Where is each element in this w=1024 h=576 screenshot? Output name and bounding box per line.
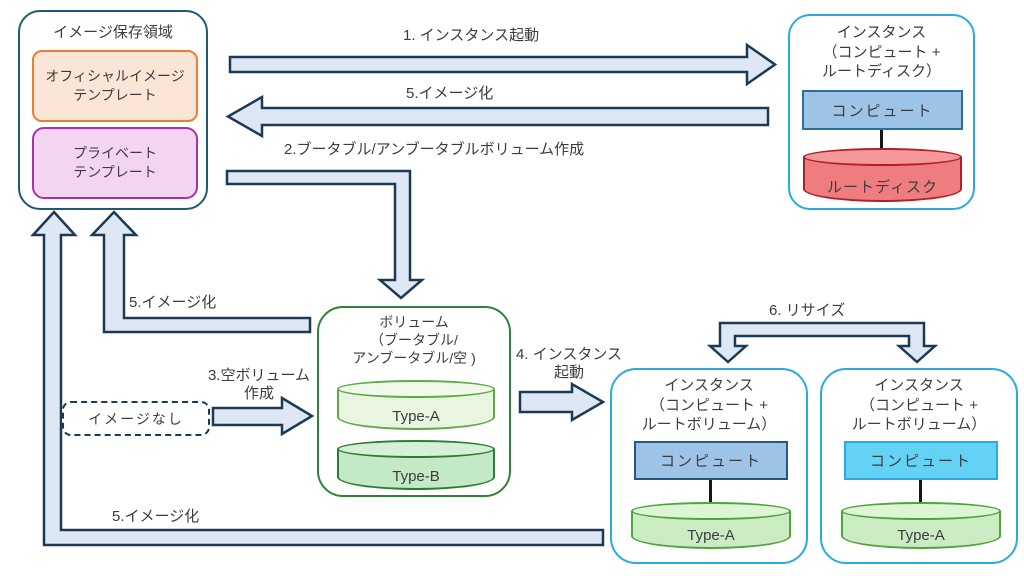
instance-root-disk-title: インスタンス （コンピュート + ルートディスク）: [822, 24, 941, 80]
volume-type-a-cylinder: Type-A: [337, 380, 495, 430]
arrow-4-instance-launch: [518, 381, 606, 423]
arrow-3-create-empty-volume: [211, 395, 315, 437]
volume-type-b-label: Type-B: [392, 468, 440, 485]
arrow-5-imaging-mid: [89, 210, 312, 334]
volume-type-b-cylinder-top: [337, 440, 495, 458]
label-step5-mid: 5.イメージ化: [129, 294, 217, 311]
root-disk-label: ルートディスク: [827, 179, 938, 196]
volume-type-a-cylinder-top: [337, 380, 495, 398]
compute-box-instance-2: コンピュート: [844, 441, 998, 480]
root-disk-cylinder-top: [803, 148, 962, 166]
volume-title: ボリューム （ブータブル/ アンブータブル/空 ): [352, 314, 476, 367]
arrow-5-imaging-top: [225, 94, 770, 139]
private-template-label: プライベート テンプレート: [73, 145, 157, 180]
instance-root-volume-title-1: インスタンス （コンピュート + ルートボリューム）: [641, 377, 777, 433]
volume-type-b-cylinder: Type-B: [337, 440, 495, 490]
official-image-template-label: オフィシャルイメージ テンプレート: [45, 68, 185, 103]
volume-box: ボリューム （ブータブル/ アンブータブル/空 ) Type-A Type-B: [317, 306, 511, 497]
official-image-template-box: オフィシャルイメージ テンプレート: [32, 50, 198, 122]
arrow-2-create-bootable-volume: [225, 169, 426, 300]
volume-type-a-label: Type-A: [392, 408, 440, 425]
instance-1-cylinder-top: [631, 502, 791, 520]
instance-2-cylinder-top: [841, 502, 1001, 520]
compute-disk-connector: [880, 130, 883, 149]
compute-volume-connector-1: [709, 480, 712, 503]
label-step5-top: 5.イメージ化: [406, 85, 494, 102]
instance-root-volume-box-2: インスタンス （コンピュート + ルートボリューム） コンピュート Type-A: [820, 368, 1018, 564]
arrow-1-instance-launch: [228, 42, 778, 87]
label-step2: 2.ブータブル/アンブータブルボリューム作成: [284, 141, 585, 158]
instance-root-volume-box-1: インスタンス （コンピュート + ルートボリューム） コンピュート Type-A: [610, 368, 808, 564]
label-step1: 1. インスタンス起動: [403, 27, 540, 44]
compute-volume-connector-2: [919, 480, 922, 503]
instance-1-type-a-cylinder: Type-A: [631, 502, 791, 549]
label-step3: 3.空ボリューム 作成: [207, 367, 311, 403]
instance-1-type-a-label: Type-A: [687, 527, 735, 544]
no-image-box: イメージなし: [62, 401, 210, 436]
label-step6: 6. リサイズ: [769, 302, 846, 319]
arrow-6-resize: [706, 321, 939, 364]
image-storage-box: イメージ保存領域 オフィシャルイメージ テンプレート プライベート テンプレート: [18, 10, 208, 210]
compute-box-instance-1: コンピュート: [634, 441, 788, 480]
instance-root-volume-title-2: インスタンス （コンピュート + ルートボリューム）: [851, 377, 987, 433]
image-storage-title: イメージ保存領域: [53, 24, 173, 41]
arrow-5-imaging-bottom: [30, 210, 605, 547]
label-step4: 4. インスタンス 起動: [515, 346, 623, 382]
compute-box-root-disk: コンピュート: [802, 90, 963, 130]
no-image-label: イメージなし: [88, 410, 184, 427]
label-step5-bottom: 5.イメージ化: [112, 508, 200, 525]
instance-2-type-a-cylinder: Type-A: [841, 502, 1001, 549]
private-template-box: プライベート テンプレート: [32, 127, 198, 199]
instance-2-type-a-label: Type-A: [897, 527, 945, 544]
instance-root-disk-box: インスタンス （コンピュート + ルートディスク） コンピュート ルートディスク: [788, 14, 975, 210]
root-disk-cylinder: ルートディスク: [803, 148, 962, 202]
